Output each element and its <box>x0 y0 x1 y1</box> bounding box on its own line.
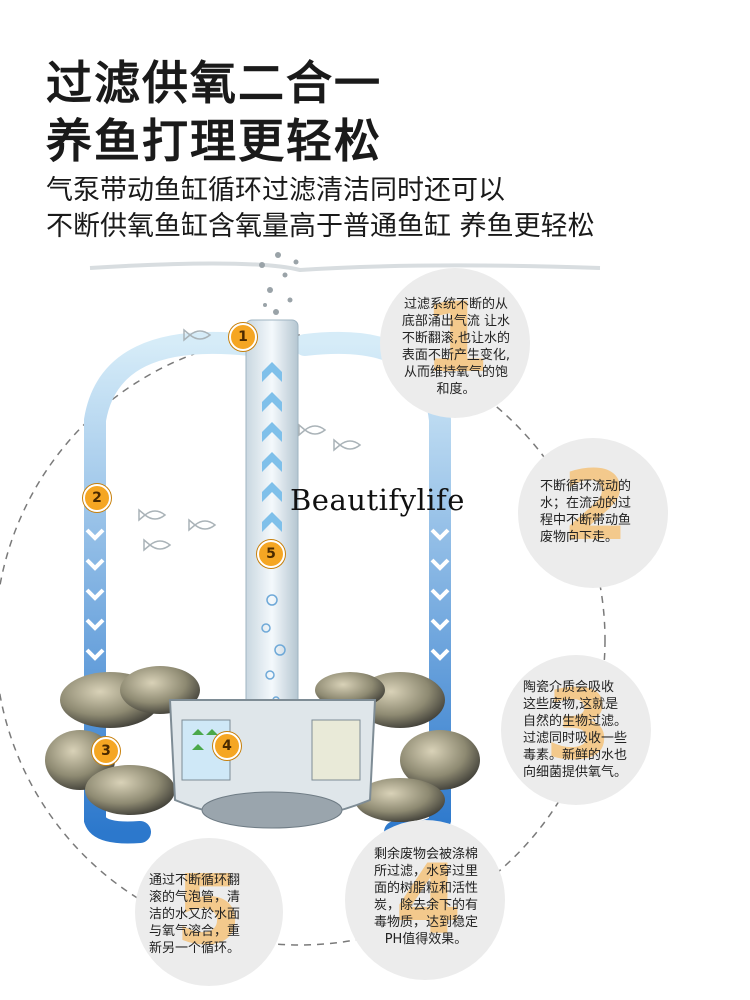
callout-2: 2 不断循环流动的 水；在流动的过 程中不断带动鱼 废物向下走。 <box>518 438 668 588</box>
filter-base <box>168 699 377 829</box>
orbit-dashed-circle <box>0 334 606 946</box>
water-surface <box>89 261 601 273</box>
headline-line1: 过滤供氧二合一 <box>46 56 382 110</box>
subtitle-line1: 气泵带动鱼缸循环过滤清洁同时还可以 <box>46 175 505 206</box>
flow-chevrons-right <box>430 528 450 661</box>
callout-5-text: 通过不断循环翻 滚的气泡管，清 洁的水又於水面 与氧气溶合，重 新另一个循环。 <box>149 873 241 956</box>
callout-1-number: 1 <box>423 282 490 394</box>
rising-bubbles <box>259 252 299 315</box>
step-marker-1: 1 <box>229 323 257 351</box>
callout-3: 3 陶瓷介质会吸收 这些废物,这就是 自然的生物过滤。 过滤同时吸收一些 毒素。… <box>501 655 651 805</box>
flow-left-arc <box>84 331 261 844</box>
headline-line2: 养鱼打理更轻松 <box>46 114 382 168</box>
callout-4: 4 剩余废物会被涤棉 所过滤，水穿过里 面的树脂粒和活性 炭，除去余下的有 毒物… <box>345 820 505 980</box>
callout-2-number: 2 <box>562 450 629 562</box>
step-marker-2: 2 <box>83 484 111 512</box>
callout-1: 1 过滤系统不断的从 底部涌出气流 让水 不断翻滚,也让水的 表面不断产生变化,… <box>380 268 530 418</box>
subtitle-line2: 不断供氧鱼缸含氧量高于普通鱼缸 养鱼更轻松 <box>46 211 595 242</box>
callout-3-number: 3 <box>545 669 612 781</box>
callout-5: 5 通过不断循环翻 滚的气泡管，清 洁的水又於水面 与氧气溶合，重 新另一个循环… <box>135 838 283 986</box>
callout-1-text: 过滤系统不断的从 底部涌出气流 让水 不断翻滚,也让水的 表面不断产生变化, 从… <box>401 297 511 397</box>
callout-4-text: 剩余废物会被涤棉 所过滤，水穿过里 面的树脂粒和活性 炭，除去余下的有 毒物质，… <box>373 847 478 947</box>
flow-chevrons-left <box>85 528 105 661</box>
tube-chevrons <box>262 362 282 532</box>
step-marker-4: 4 <box>213 732 241 760</box>
step-marker-5: 5 <box>257 540 285 568</box>
callout-3-text: 陶瓷介质会吸收 这些废物,这就是 自然的生物过滤。 过滤同时吸收一些 毒素。新鲜… <box>523 680 628 780</box>
fish-group <box>138 328 362 552</box>
callout-4-number: 4 <box>395 844 462 956</box>
step-marker-3: 3 <box>92 737 120 765</box>
callout-2-text: 不断循环流动的 水；在流动的过 程中不断带动鱼 废物向下走。 <box>540 479 632 545</box>
rock-bed <box>45 666 480 822</box>
watermark-text: Beautifylife <box>290 483 465 517</box>
callout-5-number: 5 <box>175 854 242 966</box>
